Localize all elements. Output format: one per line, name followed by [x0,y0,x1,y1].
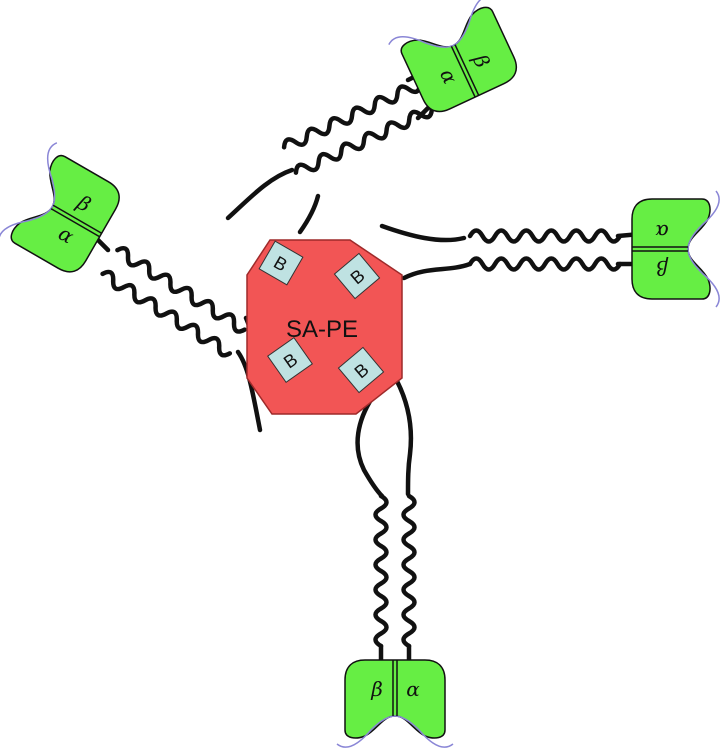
tether-left [96,238,266,430]
mhc-body [345,660,445,738]
linker-right-a [382,226,464,240]
alpha-label: α [655,220,669,244]
linker-bottom-a [358,398,382,496]
mhc-body [8,153,126,279]
mhc-right: α β [632,191,719,307]
linker-right-b [404,264,470,278]
linker-top-right-a [228,170,292,218]
alpha-label: α [406,677,420,701]
linker-bottom-b [392,372,411,494]
linker-top-right-b [300,196,318,232]
tether-bottom [358,372,415,664]
tether-top-right [228,68,440,232]
mhc-top-right: α β [387,0,529,121]
tether-right [382,226,640,278]
core-label: SA-PE [286,316,358,343]
mhc-body [399,4,523,117]
mhc-body [632,199,710,299]
beta-label: β [370,677,383,701]
mhc-bottom: α β [337,660,453,747]
beta-label: β [656,256,669,280]
mhc-upper-left: α β [0,141,130,285]
